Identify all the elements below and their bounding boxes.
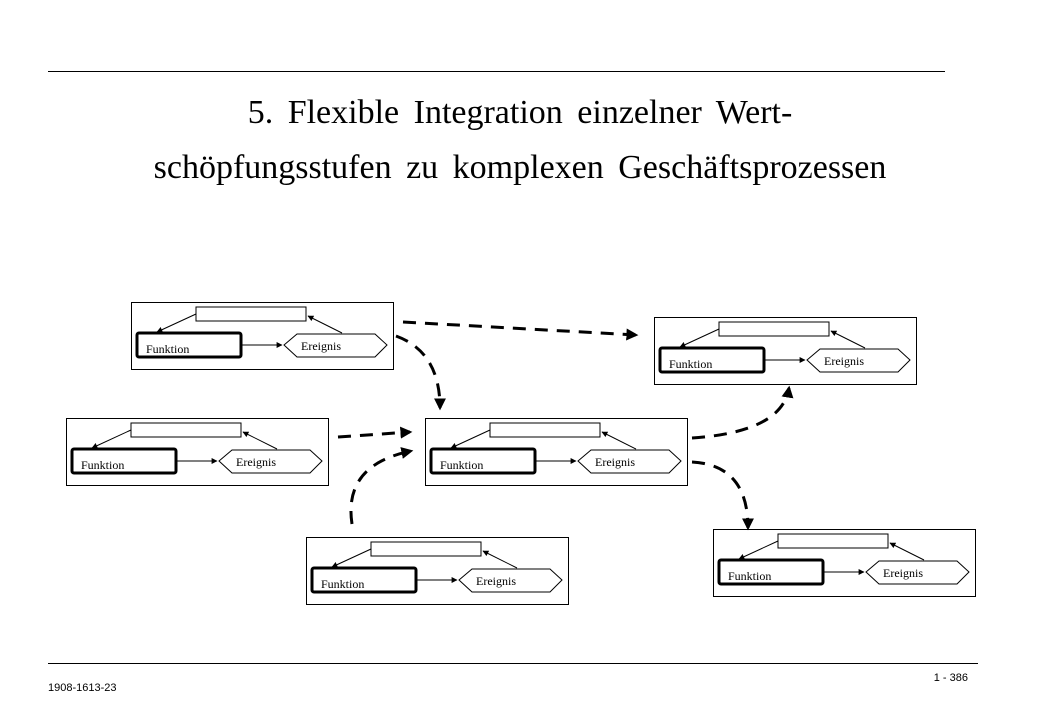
info-box <box>489 422 601 438</box>
function-label: Funktion <box>669 357 712 371</box>
function-label: Funktion <box>81 458 124 472</box>
event-to-info-arrow <box>482 550 518 569</box>
info-to-function-arrow <box>679 328 720 348</box>
info-box <box>195 306 307 322</box>
process-block-center: Funktion Ereignis <box>425 418 688 486</box>
process-block-bottom-right: Funktion Ereignis <box>713 529 976 597</box>
info-box <box>777 533 889 549</box>
connection-arrow-center-to-top-right <box>691 385 794 440</box>
connection-arrow-top-left-to-center <box>395 334 446 411</box>
info-box <box>370 541 482 557</box>
function-label: Funktion <box>146 342 189 356</box>
event-label: Ereignis <box>595 455 635 469</box>
integration-arrows <box>337 320 794 531</box>
top-rule <box>48 71 945 72</box>
info-box <box>718 321 830 337</box>
info-to-function-arrow <box>156 313 197 333</box>
info-to-function-arrow <box>91 429 132 449</box>
event-hexagon <box>577 449 682 474</box>
info-to-function-arrow <box>450 429 491 449</box>
slide-title-line-2: schöpfungsstufen zu komplexen Geschäftsp… <box>153 149 887 186</box>
slide-title-line-1: 5. Flexible Integration einzelner Wert- <box>247 94 793 131</box>
info-box <box>130 422 242 438</box>
function-label: Funktion <box>440 458 483 472</box>
event-label: Ereignis <box>236 455 276 469</box>
info-to-function-arrow <box>738 540 779 560</box>
process-block-middle-left: Funktion Ereignis <box>66 418 329 486</box>
process-block-bottom-center: Funktion Ereignis <box>306 537 569 605</box>
function-label: Funktion <box>728 569 771 583</box>
event-label: Ereignis <box>883 566 923 580</box>
event-hexagon <box>458 568 563 593</box>
connection-arrow-bottom-center-to-center <box>349 447 414 525</box>
event-label: Ereignis <box>301 339 341 353</box>
event-to-info-arrow <box>307 315 343 334</box>
event-label: Ereignis <box>476 574 516 588</box>
process-block-top-left: Funktion Ereignis <box>131 302 394 370</box>
bottom-rule <box>48 663 978 664</box>
event-label: Ereignis <box>824 354 864 368</box>
function-label: Funktion <box>321 577 364 591</box>
event-hexagon <box>806 348 911 373</box>
event-hexagon <box>865 560 970 585</box>
event-hexagon <box>218 449 323 474</box>
event-to-info-arrow <box>889 542 925 561</box>
event-to-info-arrow <box>830 330 866 349</box>
event-hexagon <box>283 333 388 358</box>
connection-arrow-center-to-bottom-right <box>691 460 754 531</box>
connection-arrow-top-left-to-top-right <box>402 320 639 341</box>
event-to-info-arrow <box>242 431 278 450</box>
footer-document-id: 1908-1613-23 <box>48 682 117 694</box>
process-block-top-right: Funktion Ereignis <box>654 317 917 385</box>
connection-arrow-middle-left-to-center <box>337 426 413 439</box>
page-number: 1 - 386 <box>933 672 968 684</box>
event-to-info-arrow <box>601 431 637 450</box>
info-to-function-arrow <box>331 548 372 568</box>
